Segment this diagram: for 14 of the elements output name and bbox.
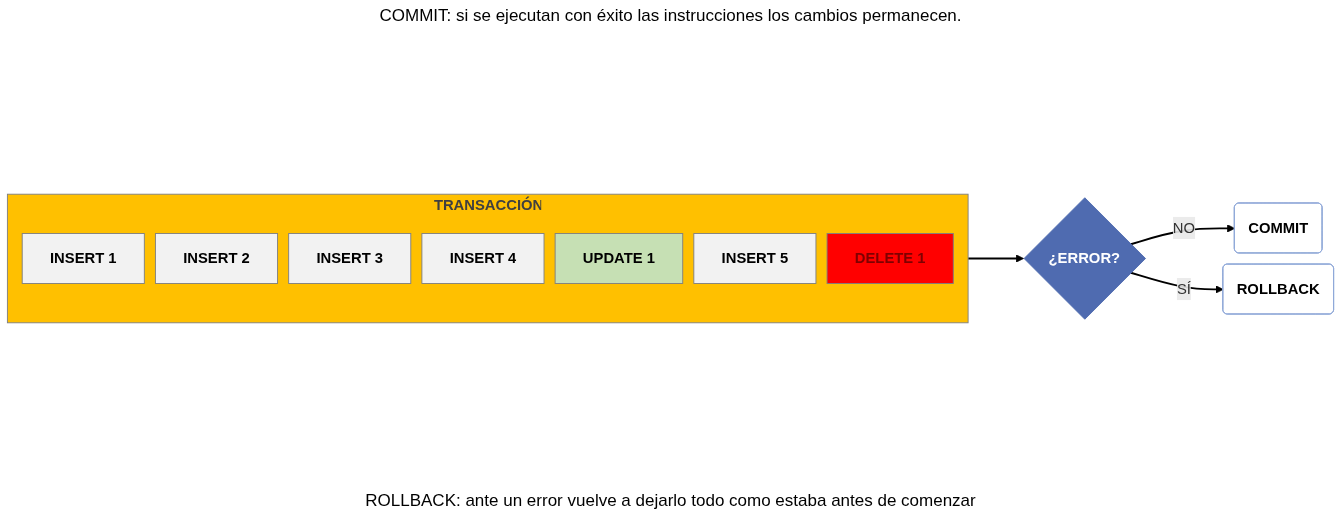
node-box: INSERT 1 (21, 233, 145, 284)
note-text: COMMIT: si se ejecutan con éxito las instrucciones los cambios permanecen. (379, 6, 962, 26)
arrow (1129, 271, 1224, 294)
edge-label: NO (1172, 219, 1196, 236)
node-diamond: ¿ERROR? (1023, 197, 1147, 320)
node-box: UPDATE 1 (554, 233, 684, 284)
arrow (967, 254, 1024, 263)
note-text: ROLLBACK: ante un error vuelve a dejarlo todo como estaba antes de comenzar (365, 491, 976, 511)
edge-label: SÍ (1176, 280, 1191, 297)
node-box: INSERT 3 (288, 233, 412, 284)
node-box: INSERT 2 (154, 233, 279, 284)
node-box: INSERT 4 (421, 233, 545, 284)
node-box: INSERT 5 (693, 233, 817, 284)
node-box: DELETE 1 (826, 233, 954, 284)
